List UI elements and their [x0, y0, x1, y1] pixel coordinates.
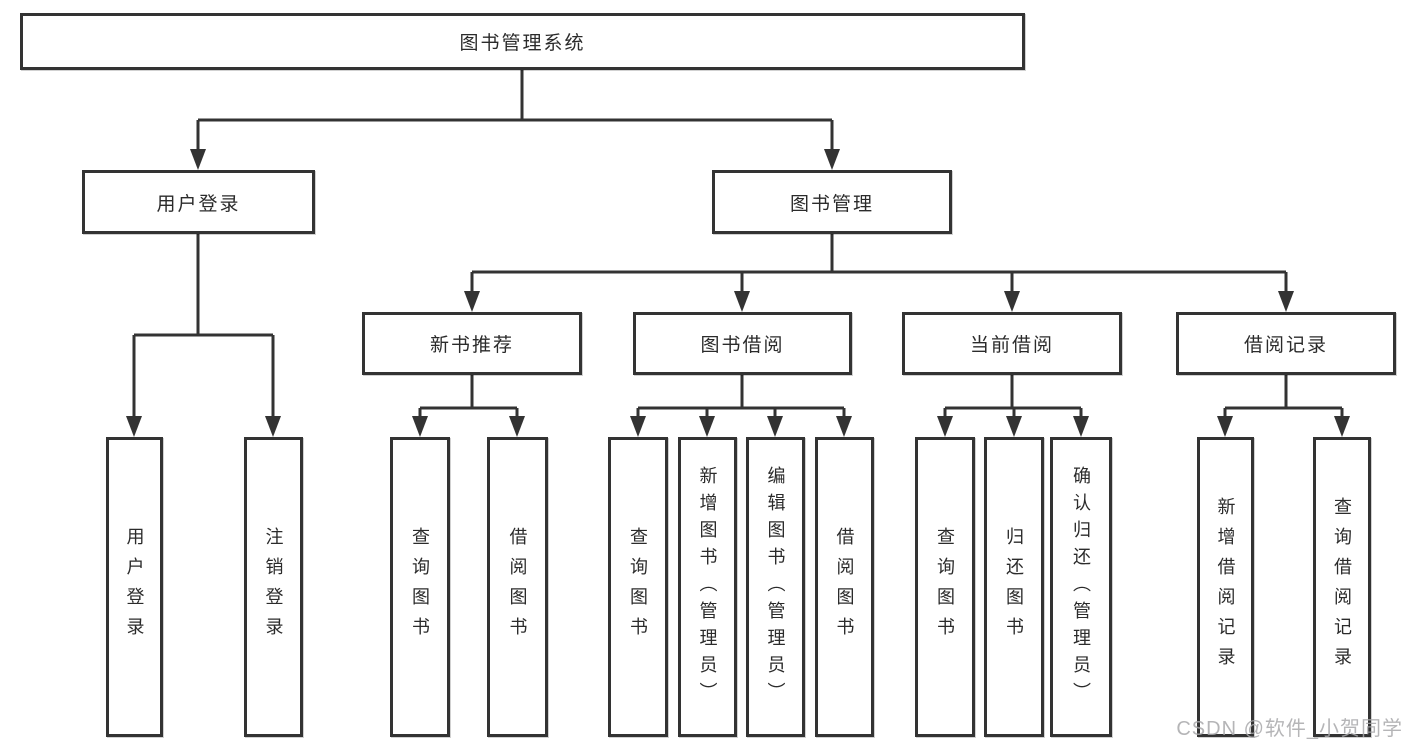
arrow-to-cb-query [937, 416, 953, 437]
node-current-borrowing: 当前借阅 [902, 312, 1122, 375]
arrow-to-nb-query [412, 416, 428, 437]
node-root: 图书管理系统 [20, 13, 1025, 70]
leaf-logout: 注销登录 [244, 437, 303, 737]
connector-user-login-bus [132, 234, 275, 417]
connector-root-bus [196, 70, 834, 150]
connector-new-book-bus [418, 375, 519, 417]
leaf-cb-confirm-return-admin: 确认归还（管理员） [1050, 437, 1112, 737]
connector-borrowing-records-bus [1223, 375, 1344, 417]
leaf-bb-add-book-admin: 新增图书（管理员） [678, 437, 737, 737]
arrow-to-cb-confirm [1073, 416, 1089, 437]
arrow-to-br-add [1217, 416, 1233, 437]
node-book-borrowing: 图书借阅 [633, 312, 852, 375]
leaf-user-login: 用户登录 [106, 437, 163, 737]
leaf-bb-query-book: 查询图书 [608, 437, 668, 737]
arrow-to-leaf-user-login [126, 416, 142, 437]
csdn-watermark: CSDN @软件_小贺同学 [1176, 718, 1403, 740]
arrow-to-book-management [824, 149, 840, 170]
leaf-cb-return-book: 归还图书 [984, 437, 1044, 737]
connector-book-management-bus [470, 234, 1288, 292]
arrow-to-leaf-logout [265, 416, 281, 437]
node-user-login: 用户登录 [82, 170, 315, 234]
arrow-to-cb-return [1006, 416, 1022, 437]
arrow-to-bb-edit [767, 416, 783, 437]
leaf-bb-edit-book-admin: 编辑图书（管理员） [746, 437, 805, 737]
arrow-to-bb-query [630, 416, 646, 437]
arrow-to-book-borrowing [734, 291, 750, 312]
leaf-nb-query-book: 查询图书 [390, 437, 450, 737]
arrow-to-bb-borrow [836, 416, 852, 437]
node-borrowing-records: 借阅记录 [1176, 312, 1396, 375]
connector-book-borrowing-bus [636, 375, 846, 417]
arrow-to-user-login [190, 149, 206, 170]
arrow-to-current-borrowing [1004, 291, 1020, 312]
arrow-to-bb-add [699, 416, 715, 437]
node-new-book-recommend: 新书推荐 [362, 312, 582, 375]
leaf-nb-borrow-book: 借阅图书 [487, 437, 548, 737]
arrow-to-nb-borrow [509, 416, 525, 437]
leaf-br-add-record: 新增借阅记录 [1197, 437, 1254, 737]
arrow-to-new-book-recommend [464, 291, 480, 312]
leaf-bb-borrow-book: 借阅图书 [815, 437, 874, 737]
arrow-to-borrowing-records [1278, 291, 1294, 312]
node-book-management: 图书管理 [712, 170, 952, 234]
leaf-br-query-record: 查询借阅记录 [1313, 437, 1371, 737]
arrow-to-br-query [1334, 416, 1350, 437]
leaf-cb-query-book: 查询图书 [915, 437, 975, 737]
connector-current-borrowing-bus [943, 375, 1083, 417]
